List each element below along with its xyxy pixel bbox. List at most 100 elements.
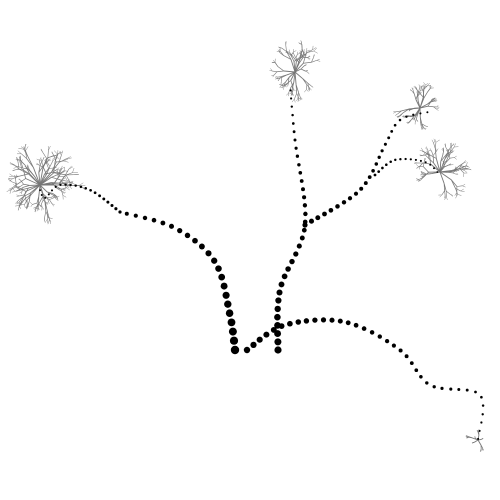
twig xyxy=(38,195,44,204)
dot xyxy=(345,320,351,326)
twig xyxy=(18,178,22,181)
twig xyxy=(446,190,451,195)
twig xyxy=(402,108,410,114)
twig xyxy=(297,98,300,102)
twig xyxy=(423,172,427,175)
dot xyxy=(367,175,372,179)
dot xyxy=(59,183,62,187)
twig xyxy=(298,52,302,54)
twig xyxy=(414,113,418,118)
twig xyxy=(416,179,420,181)
twig xyxy=(414,161,418,164)
twig xyxy=(299,50,301,53)
dot xyxy=(114,207,118,211)
dot xyxy=(291,113,294,117)
twig xyxy=(298,92,301,98)
twig xyxy=(459,162,464,167)
twig xyxy=(73,173,79,175)
twig xyxy=(16,186,27,192)
twig xyxy=(306,84,308,90)
twig xyxy=(66,187,70,191)
twig xyxy=(297,97,300,101)
twig xyxy=(278,84,282,86)
twig xyxy=(448,154,451,159)
dot xyxy=(353,191,359,196)
twig xyxy=(477,439,482,446)
twig xyxy=(447,151,449,157)
twig xyxy=(393,111,397,114)
twig xyxy=(411,115,416,120)
twig xyxy=(293,89,296,91)
twig xyxy=(415,119,419,122)
twig xyxy=(290,71,296,81)
dot xyxy=(184,232,191,239)
dot xyxy=(299,179,304,183)
twig xyxy=(283,55,292,60)
twig xyxy=(443,183,445,191)
twig xyxy=(20,159,23,164)
twig xyxy=(434,98,438,101)
twig xyxy=(316,58,320,61)
twig xyxy=(273,71,278,76)
twig xyxy=(60,189,64,196)
twig xyxy=(269,69,273,72)
dot xyxy=(328,207,334,213)
twig xyxy=(272,59,276,63)
twig xyxy=(23,146,26,151)
twig xyxy=(298,98,303,100)
twig xyxy=(432,155,434,164)
twig xyxy=(55,155,60,160)
dot xyxy=(419,159,422,162)
twig xyxy=(299,52,301,58)
twig xyxy=(418,91,424,98)
dot xyxy=(274,313,281,321)
twig xyxy=(457,194,462,196)
twig xyxy=(455,170,458,172)
twig xyxy=(52,158,56,162)
twig xyxy=(425,152,430,156)
twig xyxy=(468,436,473,439)
dot xyxy=(381,166,384,170)
twig xyxy=(276,70,284,73)
dot xyxy=(274,338,282,346)
twig xyxy=(423,82,426,85)
twig xyxy=(421,85,423,89)
twig xyxy=(313,50,318,54)
twig xyxy=(69,182,75,185)
twig xyxy=(277,66,285,72)
twig xyxy=(448,152,452,157)
twig xyxy=(41,206,45,210)
twig xyxy=(417,180,421,182)
twig xyxy=(449,157,455,159)
twig xyxy=(52,157,54,162)
twig xyxy=(286,71,296,76)
twig xyxy=(278,78,280,81)
twig xyxy=(293,61,296,73)
twig xyxy=(407,115,410,117)
twig xyxy=(9,173,14,177)
twig xyxy=(47,159,51,162)
twig xyxy=(281,47,287,52)
dot xyxy=(398,348,403,353)
twig xyxy=(436,108,439,110)
twig xyxy=(24,204,26,208)
dot xyxy=(290,97,293,100)
twig xyxy=(422,174,427,177)
twig xyxy=(425,83,429,86)
twig xyxy=(444,164,449,168)
dot xyxy=(296,243,302,249)
twig xyxy=(40,149,44,154)
twig xyxy=(422,91,425,99)
dot xyxy=(276,289,283,296)
twig xyxy=(39,160,43,166)
twig xyxy=(46,161,51,167)
twig xyxy=(17,178,26,185)
twig xyxy=(428,158,434,164)
twig xyxy=(433,138,437,143)
twig xyxy=(270,68,273,72)
twig xyxy=(414,162,418,164)
twig xyxy=(44,200,47,212)
twig xyxy=(18,168,29,175)
dot xyxy=(478,429,481,432)
dot xyxy=(322,211,327,217)
